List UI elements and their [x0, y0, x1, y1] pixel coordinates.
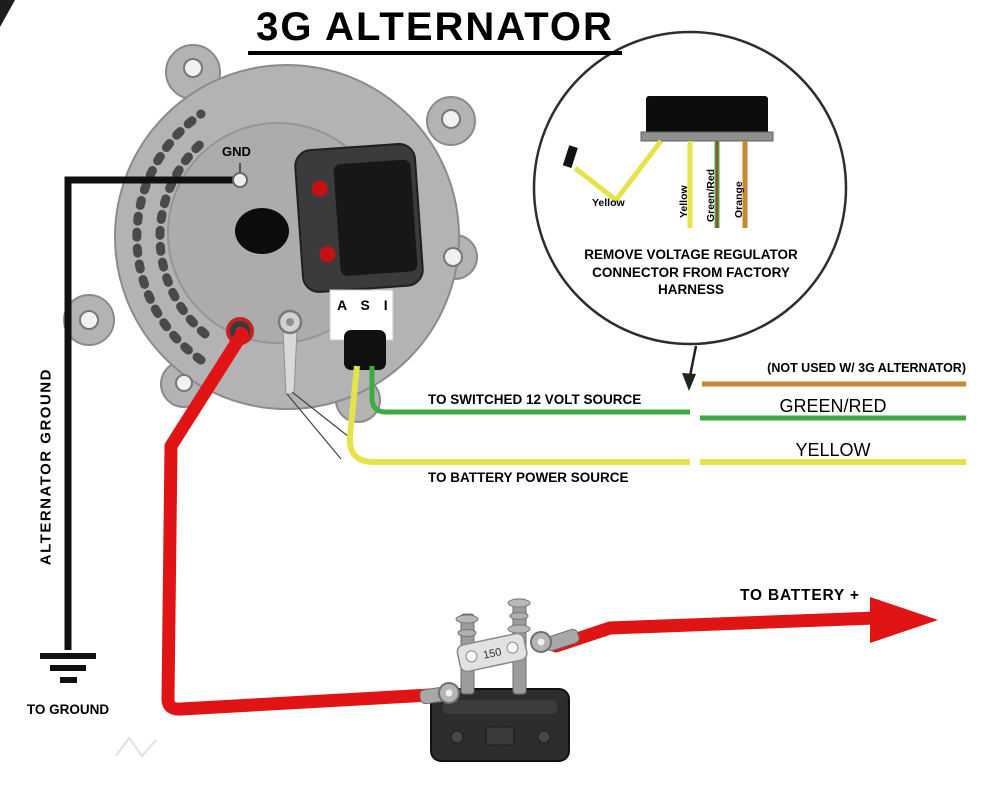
- to-battery-label: TO BATTERY +: [740, 587, 860, 604]
- yellow-wire-left: [346, 365, 690, 465]
- inset-orange-wire-label: Orange: [733, 181, 745, 218]
- inset-arrow-line: [688, 345, 698, 377]
- regulator-connector: [646, 96, 768, 134]
- alternator-body: [63, 44, 478, 423]
- vent-slots-inner: [155, 135, 210, 339]
- inset-instruction-line: CONNECTOR FROM FACTORY: [592, 264, 790, 280]
- inset-greenred-wire-label: Green/Red: [705, 168, 717, 222]
- to-ground-label: TO GROUND: [26, 702, 110, 717]
- gnd-label: GND: [222, 144, 251, 159]
- battery-cable-down: [161, 327, 437, 716]
- stud-head-center: [286, 318, 294, 326]
- switched-source-label: TO SWITCHED 12 VOLT SOURCE: [428, 392, 642, 407]
- asi-plug-label: A S I: [337, 297, 393, 313]
- regulator-block: [294, 142, 424, 293]
- inset-yellow-wire-label: Yellow: [678, 185, 690, 218]
- harness-inset: [532, 30, 848, 346]
- inset-arrowhead: [682, 373, 696, 391]
- yellow-label: YELLOW: [795, 440, 871, 460]
- not-used-label: (NOT USED W/ 3G ALTERNATOR): [767, 361, 966, 375]
- ground-symbol: [40, 653, 96, 683]
- green-wire-left: [369, 366, 690, 415]
- battery-arrowhead: [870, 597, 938, 643]
- stud-stem: [282, 329, 298, 395]
- ground-wire: [64, 176, 238, 650]
- ring-terminals: [419, 628, 580, 705]
- pigtail-yellow-wire: [573, 139, 663, 204]
- fuse-rating: 150: [482, 646, 502, 662]
- page-title: 3G ALTERNATOR: [248, 5, 622, 55]
- green-red-label: GREEN/RED: [779, 396, 887, 416]
- leader-line-1: [291, 391, 350, 438]
- inset-instruction: REMOVE VOLTAGE REGULATOR CONNECTOR FROM …: [562, 246, 820, 299]
- fuse-assembly: 150: [430, 598, 570, 762]
- watermark-scribble: [115, 736, 157, 758]
- vent-slots-outer: [132, 109, 206, 365]
- leader-line-2: [286, 393, 342, 460]
- gnd-hole: [232, 172, 248, 188]
- alternator-ground-label: ALTERNATOR GROUND: [37, 368, 55, 566]
- fuse-strip: 150: [456, 632, 528, 673]
- battery-power-label: TO BATTERY POWER SOURCE: [428, 470, 629, 485]
- inset-instruction-line: REMOVE VOLTAGE REGULATOR: [584, 247, 798, 262]
- rotor-shaft: [235, 208, 289, 254]
- corner-artifact: [0, 0, 15, 27]
- asi-plug: [329, 289, 394, 370]
- inset-instruction-line: HARNESS: [657, 282, 724, 297]
- pigtail-pin: [562, 145, 578, 169]
- pigtail-yellow-label: Yellow: [592, 197, 625, 209]
- battery-cable-right: [549, 611, 883, 653]
